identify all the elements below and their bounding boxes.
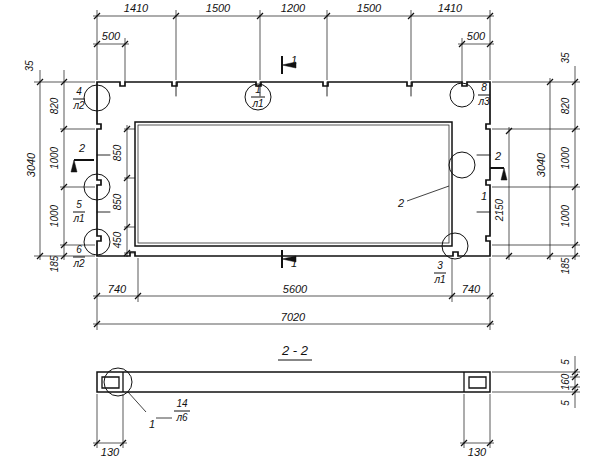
detail-circle — [84, 85, 110, 111]
drawing-label: 1 — [481, 191, 487, 202]
bottom-dimensions — [93, 258, 494, 330]
drawing-label: 1500 — [206, 3, 230, 14]
drawing-label: 1 — [255, 85, 261, 95]
drawing-label: 3 — [437, 261, 443, 271]
dimension-label-vertical: 820 — [50, 98, 60, 115]
dimension-ticks — [94, 369, 578, 446]
drawing-label: 5600 — [283, 284, 307, 295]
drawing-label: 1 — [149, 419, 155, 430]
drawing-label: 130 — [468, 447, 486, 458]
section-2-2 — [93, 356, 580, 448]
drawing-label: 8 — [481, 83, 487, 93]
section-dimensions — [93, 356, 580, 448]
opening-outline — [135, 122, 452, 246]
drawing-label: 1 — [291, 258, 297, 269]
dimension-lines — [34, 10, 580, 330]
inner-dimensions — [124, 125, 135, 257]
dimension-label-vertical: 35 — [561, 52, 571, 63]
slab-plan — [97, 82, 490, 256]
dimension-label-vertical: 850 — [113, 145, 123, 162]
left-dimensions — [34, 70, 95, 260]
top-dimensions — [93, 10, 494, 82]
slab-outline — [97, 82, 490, 256]
drawing-label: 1500 — [357, 3, 381, 14]
drawing-label: 1410 — [438, 3, 462, 14]
section-marks — [71, 56, 507, 268]
dimension-label-vertical: 3040 — [26, 153, 37, 177]
section-outline — [97, 372, 490, 392]
dimension-label-vertical: 5 — [561, 400, 571, 406]
dimension-label-vertical: 1000 — [50, 205, 60, 227]
drawing-label: 6 — [76, 245, 82, 255]
drawing-label: 14 — [176, 399, 187, 409]
dimension-label-vertical: 450 — [113, 232, 123, 249]
drawing-label: 2 - 2 — [282, 344, 308, 357]
drawing-label: 1200 — [281, 3, 305, 14]
dimension-label-vertical: 185 — [561, 258, 571, 275]
dimension-label-vertical: 1000 — [561, 205, 571, 227]
drawing-label: л3 — [478, 97, 489, 107]
right-dimensions — [492, 66, 580, 260]
detail-circle — [450, 83, 474, 107]
drawing-label: 740 — [108, 284, 126, 295]
drawing-label: 4 — [76, 87, 82, 97]
dimension-label-vertical: 35 — [25, 60, 35, 71]
drawing-label: л1 — [434, 275, 445, 285]
drawing-label: 500 — [102, 31, 120, 42]
dimension-label-vertical: 1000 — [50, 147, 60, 169]
drawing-label: 5 — [76, 200, 82, 210]
dimension-ticks — [37, 13, 578, 327]
detail-circle — [442, 233, 468, 259]
drawing-label: 2 — [495, 151, 501, 162]
drawing-label: 740 — [462, 284, 480, 295]
section-mark-line — [74, 56, 504, 268]
drawing-label: л2 — [73, 101, 84, 111]
drawing-label: л1 — [73, 214, 84, 224]
opening-inner-line — [138, 125, 449, 243]
drawing-label: 2 — [79, 143, 85, 154]
dimension-label-vertical: 160 — [561, 374, 571, 391]
dimension-label-vertical: 3040 — [536, 153, 547, 177]
dimension-label-vertical: 5 — [561, 359, 571, 365]
drawing-label: 1410 — [124, 3, 148, 14]
detail-circle — [84, 229, 110, 255]
drawing-label: 500 — [467, 31, 485, 42]
dimension-label-vertical: 1000 — [561, 147, 571, 169]
section-ends — [102, 372, 486, 392]
drawing-label: 2 — [398, 198, 404, 209]
drawing-label: л1 — [252, 99, 263, 109]
dimension-label-vertical: 820 — [561, 98, 571, 115]
dimension-label-vertical: 2150 — [495, 199, 505, 221]
drawing-label: 1 — [291, 55, 297, 66]
leader-lines — [128, 186, 449, 418]
drawing-label: 7020 — [281, 312, 305, 323]
dimension-label-vertical: 850 — [113, 194, 123, 211]
drawing-label: л2 — [73, 259, 84, 269]
dimension-label-vertical: 185 — [50, 256, 60, 273]
section-title-underline — [278, 360, 312, 361]
detail-circle — [84, 174, 110, 200]
drawing-label: л6 — [176, 413, 187, 423]
section-arrow — [71, 62, 507, 262]
detail-circle — [449, 152, 475, 178]
drawing-label: 130 — [101, 447, 119, 458]
